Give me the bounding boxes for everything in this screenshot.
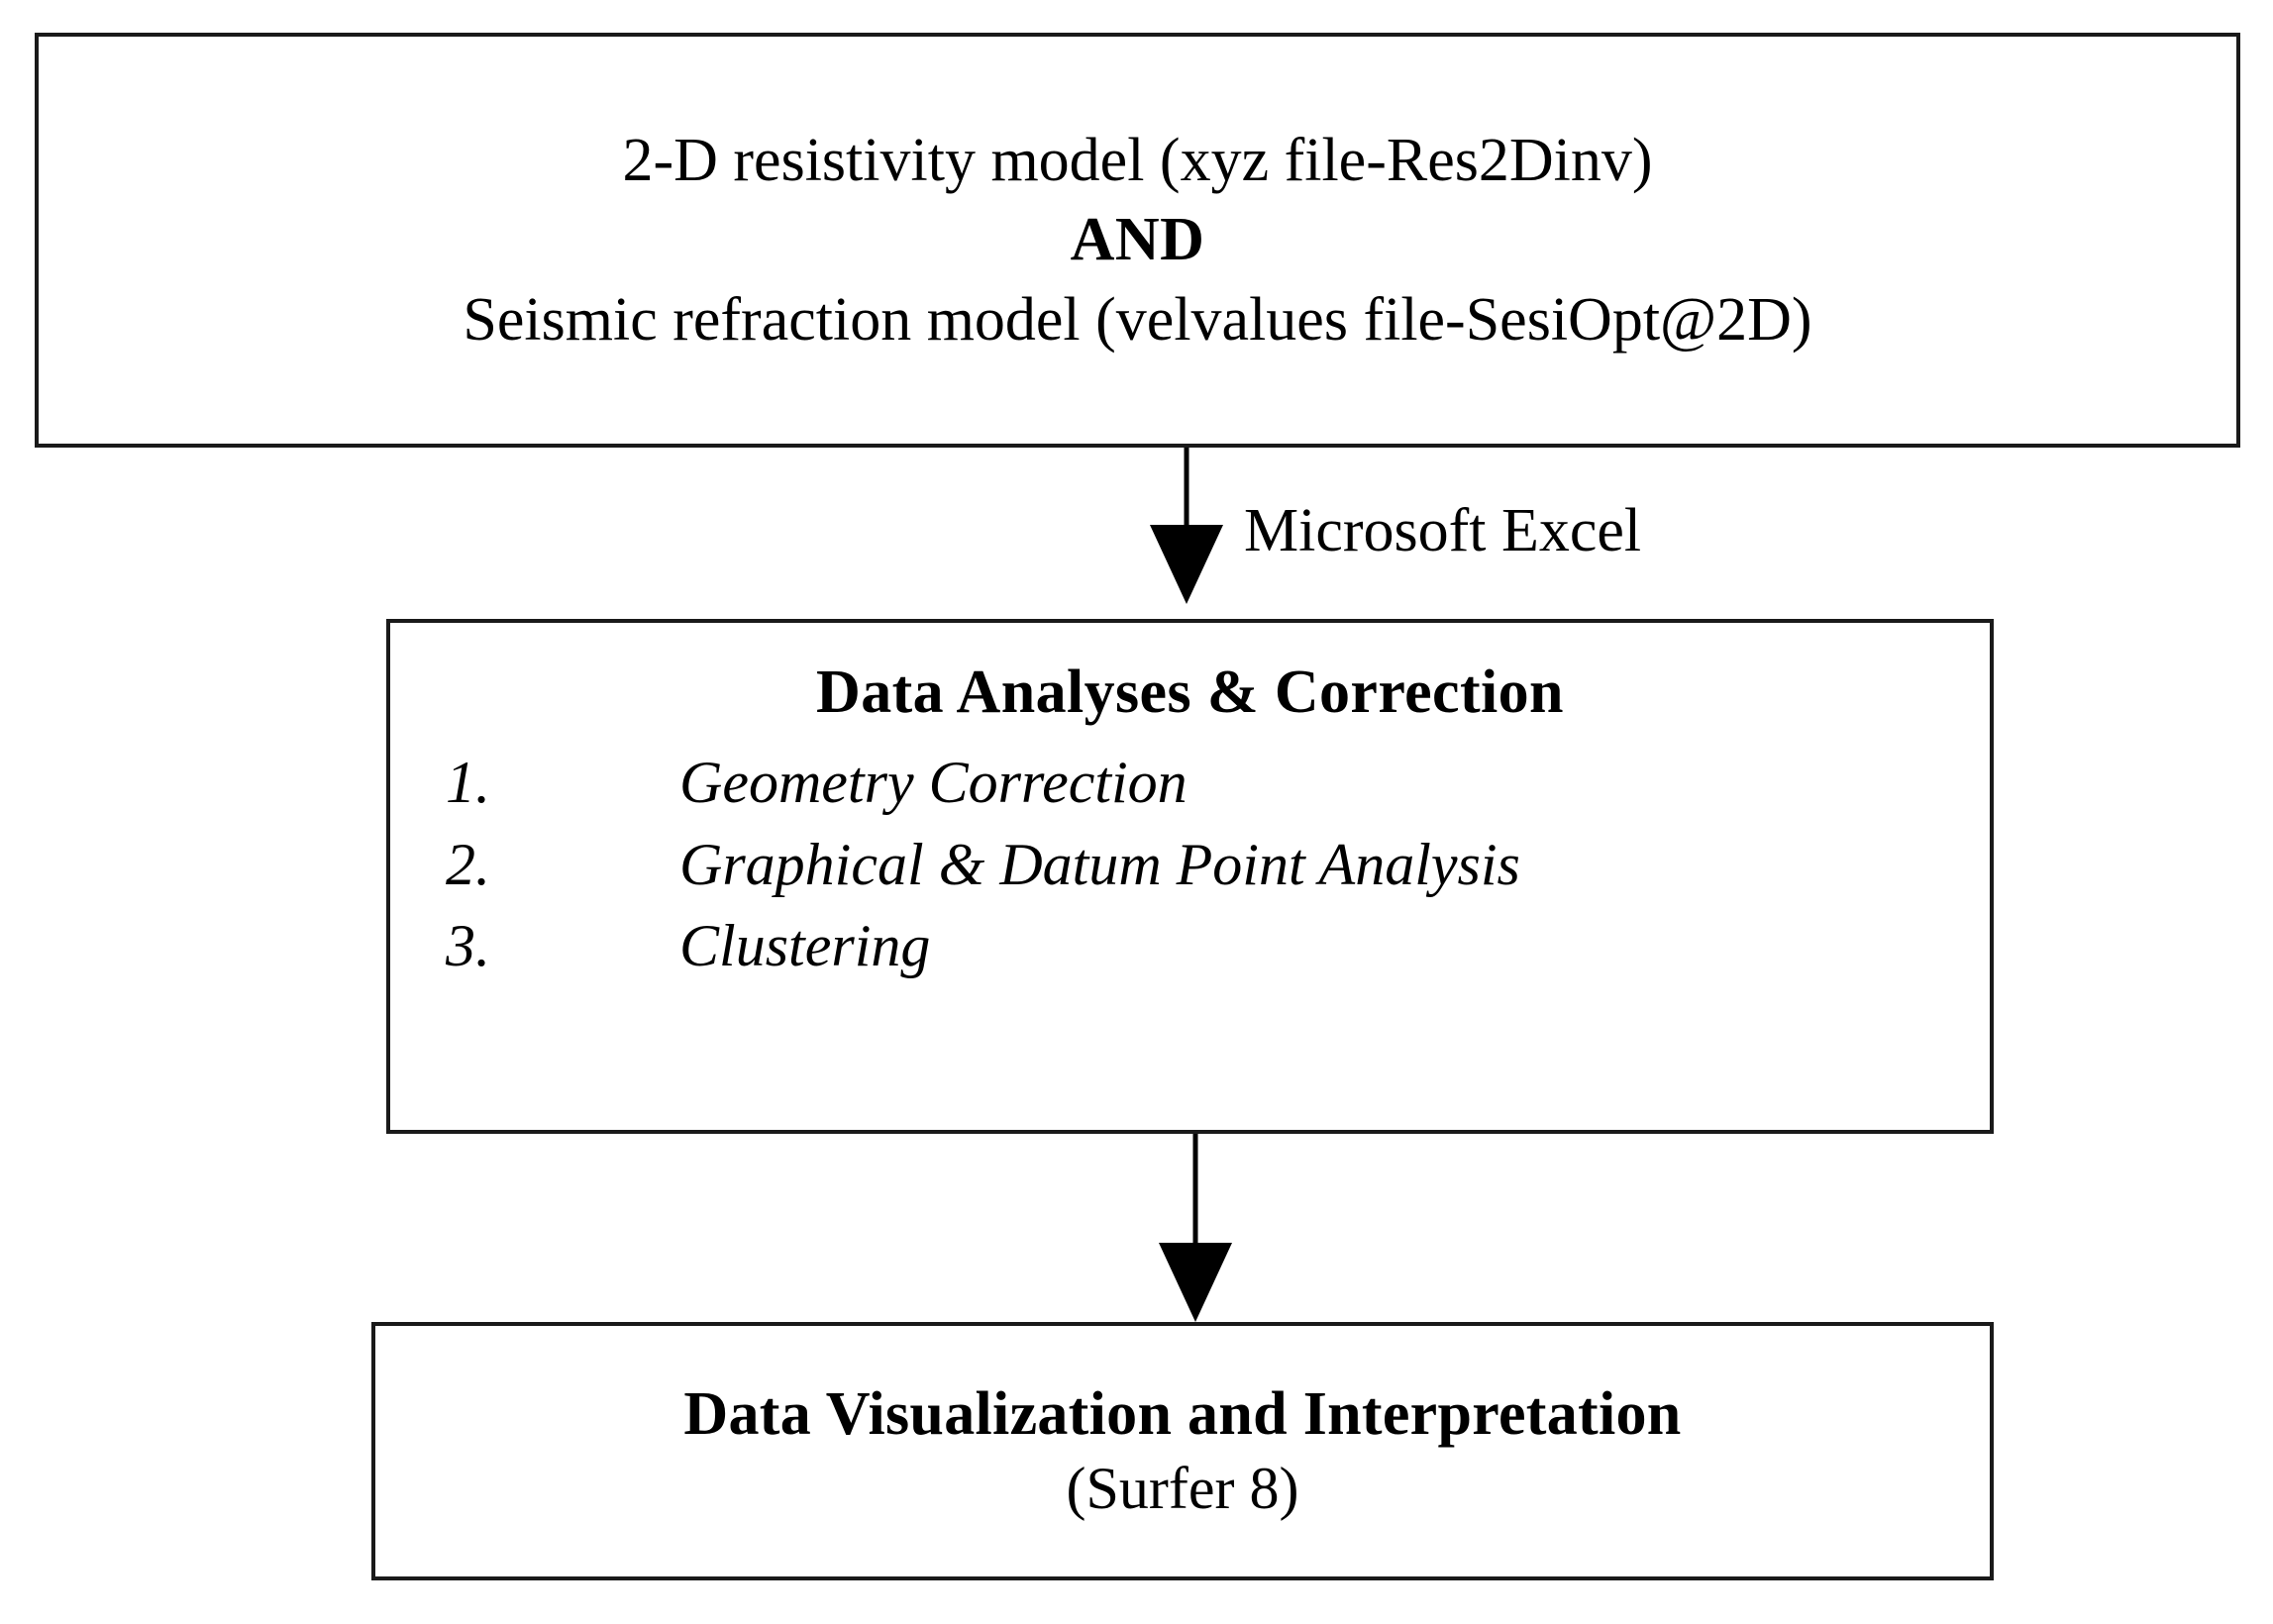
step-label: Geometry Correction [679,750,1188,816]
output-box-title: Data Visualization and Interpretation [683,1380,1682,1449]
list-item: 2. Graphical & Datum Point Analysis [446,831,1990,900]
source-line-seismic: Seismic refraction model (velvalues file… [463,285,1812,354]
down-arrow-icon-source-to-analysis [1149,448,1224,604]
step-number: 3. [446,913,490,979]
source-line-resistivity: 2-D resistivity model (xyz file-Res2Dinv… [622,126,1653,194]
arrow-shaft [1192,1134,1198,1251]
analysis-box-heading: Data Analyses & Correction [816,659,1564,726]
data-analyses-correction-box: Data Analyses & Correction 1. Geometry C… [386,619,1994,1134]
step-number: 1. [446,750,490,816]
arrow-head [1150,525,1223,604]
data-visualization-box: Data Visualization and Interpretation (S… [371,1322,1994,1580]
edge-label-microsoft-excel: Microsoft Excel [1244,497,1642,564]
arrow-shaft [1184,448,1189,533]
list-item: 1. Geometry Correction [446,749,1990,818]
list-item: 3. Clustering [446,912,1990,981]
output-box-subtitle: (Surfer 8) [1066,1455,1299,1521]
down-arrow-icon-analysis-to-output [1158,1134,1233,1322]
arrow-head [1159,1243,1232,1322]
source-line-conjunction: AND [1070,206,1205,274]
analysis-steps-list: 1. Geometry Correction 2. Graphical & Da… [390,749,1990,981]
step-label: Graphical & Datum Point Analysis [679,831,1520,897]
step-label: Clustering [679,913,931,979]
step-number: 2. [446,831,490,897]
source-data-box: 2-D resistivity model (xyz file-Res2Dinv… [35,33,2240,448]
